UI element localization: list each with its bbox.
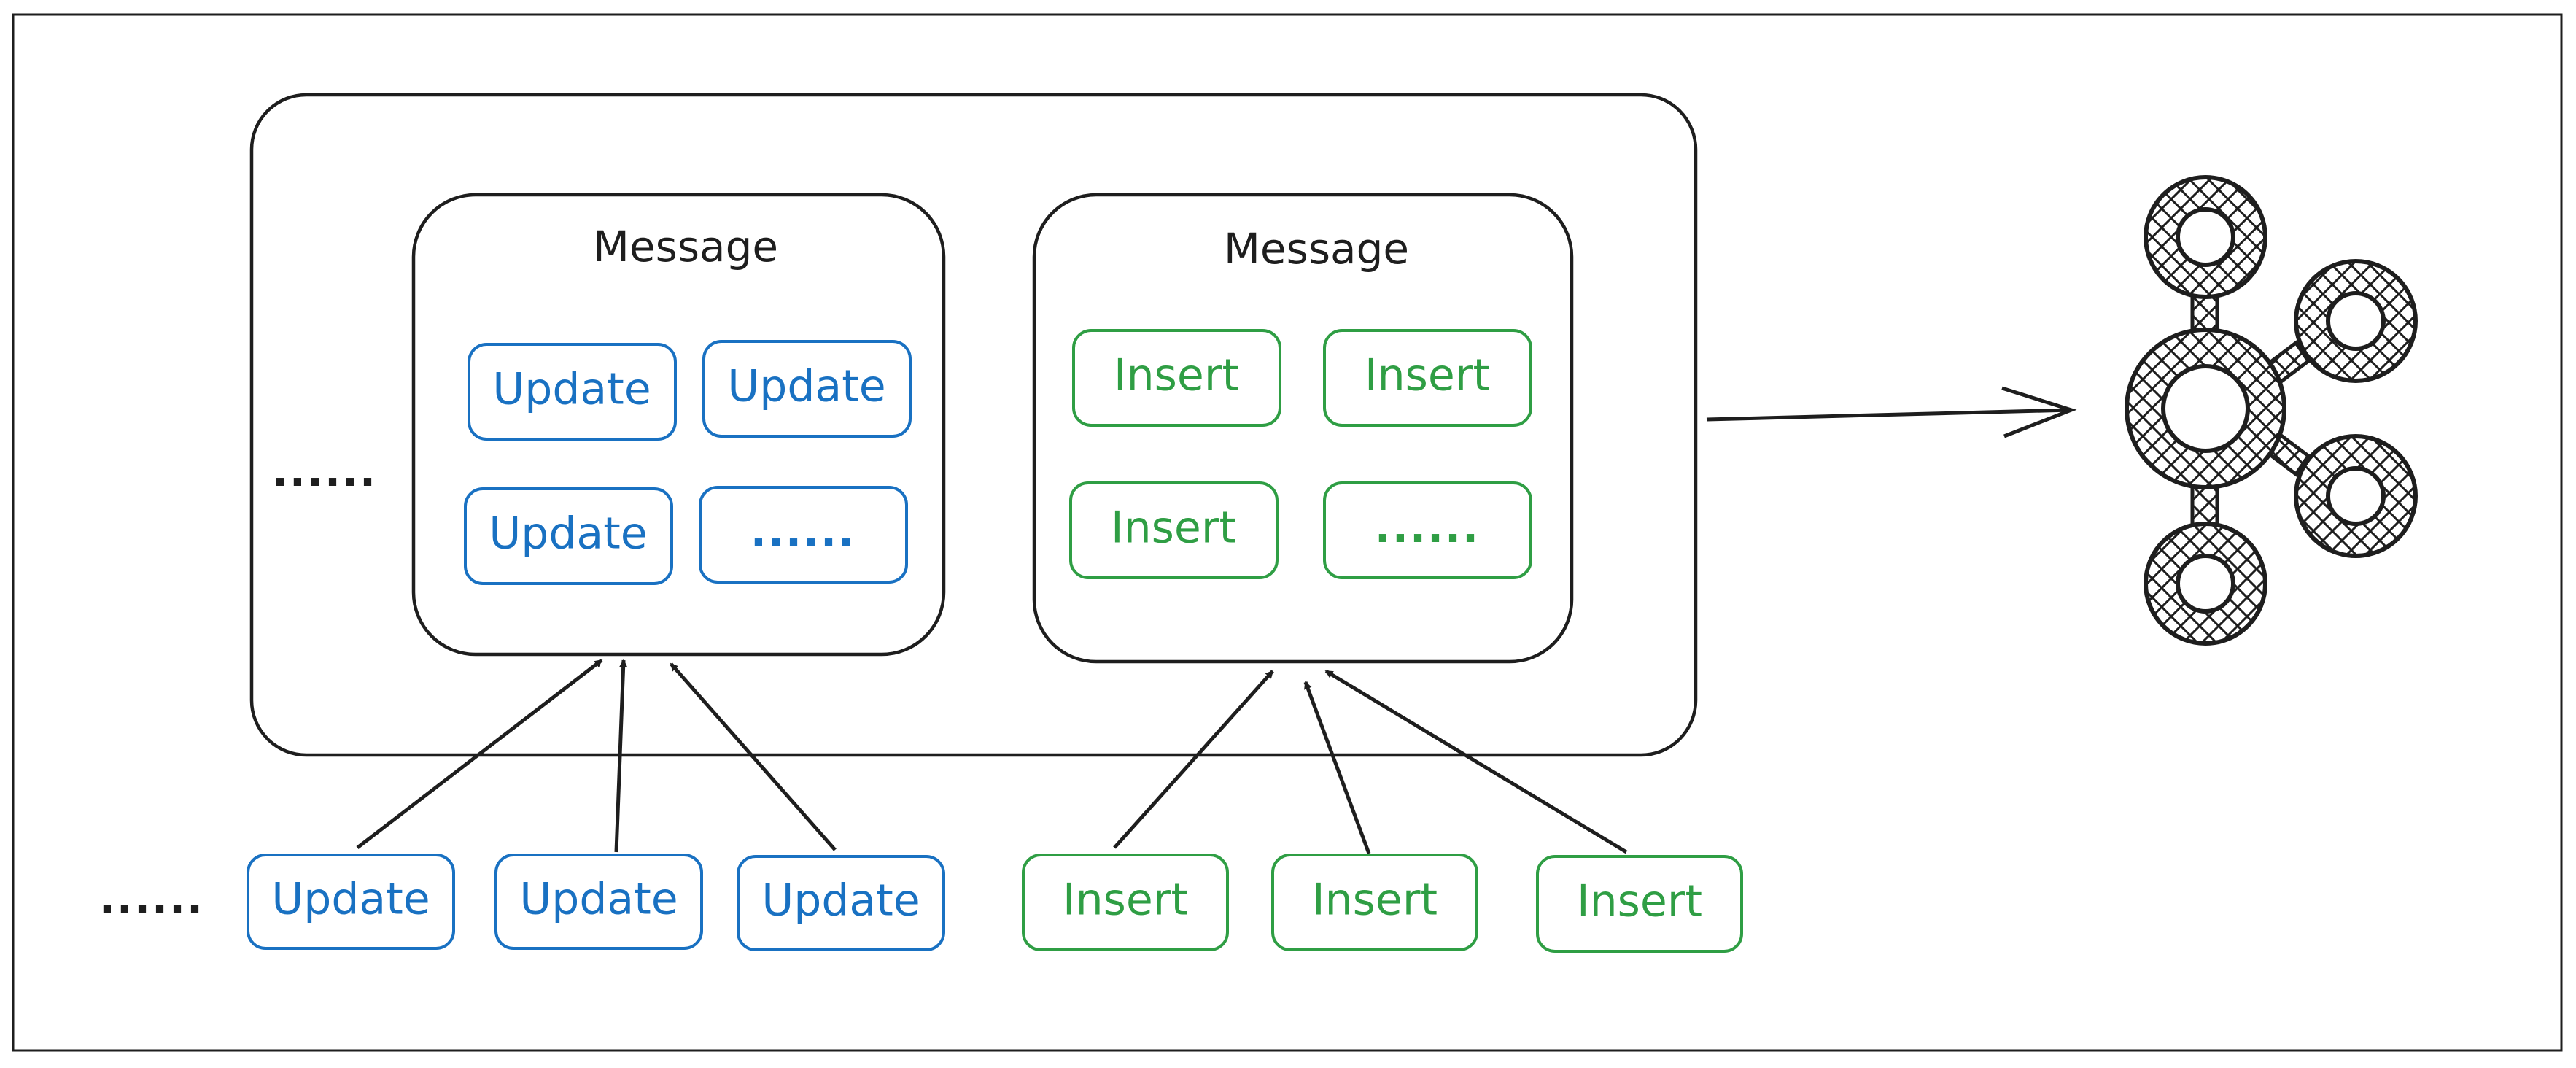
- incoming-insert-2: [1271, 854, 1478, 951]
- incoming-inserts: Insert Insert Insert: [1022, 854, 1743, 953]
- graph-node-top-hole: [2176, 207, 2235, 267]
- message-item-update-1: [468, 343, 677, 441]
- message-item-update-2: [702, 340, 912, 438]
- incoming-update-1: [247, 854, 455, 950]
- batch-container: [249, 93, 1698, 757]
- arrow-update-1: [356, 659, 603, 849]
- incoming-update-1-label: Update: [271, 874, 430, 925]
- message-title-inserts: Message: [1224, 224, 1409, 274]
- message-item-insert-3-label: Insert: [1111, 503, 1236, 554]
- message-item-insert-ellipsis: [1323, 481, 1532, 579]
- incoming-insert-1: [1022, 854, 1229, 951]
- incoming-insert-2-label: Insert: [1312, 875, 1438, 926]
- message-insert-group: Message Insert Insert Insert ......: [1032, 193, 1574, 664]
- insert-arrows: [1113, 669, 1628, 854]
- message-item-ellipsis-label: ......: [750, 507, 856, 557]
- incoming-updates: Update Update Update: [247, 854, 945, 951]
- message-item-update-2-label: Update: [727, 361, 885, 412]
- output-arrow-line: [1706, 408, 2072, 422]
- incoming-insert-1-label: Insert: [1063, 875, 1188, 926]
- batch-ellipsis: ......: [272, 446, 377, 496]
- arrow-update-2: [614, 659, 628, 853]
- arrow-insert-3: [1324, 669, 1628, 854]
- message-item-insert-1: [1072, 329, 1281, 427]
- message-item-insert-3: [1069, 481, 1279, 579]
- incoming-insert-3: [1536, 855, 1743, 953]
- output-arrow-head: [2001, 386, 2077, 438]
- graph-node-center-hole: [2161, 364, 2250, 453]
- incoming-update-2-label: Update: [519, 874, 678, 925]
- message-box-inserts: [1032, 193, 1574, 664]
- message-item-insert-2: [1323, 329, 1532, 427]
- message-item-insert-ellipsis-label: ......: [1375, 503, 1480, 552]
- message-item-insert-2-label: Insert: [1365, 350, 1490, 401]
- message-item-ellipsis: [699, 486, 908, 584]
- incoming-update-3: [737, 855, 945, 951]
- message-title-updates: Message: [593, 222, 778, 271]
- update-arrows: [356, 659, 837, 853]
- incoming-update-2: [494, 854, 703, 950]
- message-item-update-1-label: Update: [492, 364, 651, 415]
- incoming-insert-3-label: Insert: [1577, 876, 1702, 927]
- output-arrow: [1706, 386, 2077, 438]
- incoming-ellipsis: ......: [99, 873, 204, 923]
- message-item-insert-1-label: Insert: [1114, 350, 1239, 401]
- arrow-insert-1: [1113, 670, 1274, 849]
- arrow-update-3: [670, 662, 837, 851]
- message-item-update-3: [464, 487, 673, 585]
- graph-nodes-icon: [2125, 175, 2418, 646]
- arrow-insert-2: [1303, 681, 1371, 854]
- message-box-updates: [411, 193, 946, 657]
- incoming-update-3-label: Update: [761, 875, 920, 926]
- graph-node-upper-right-hole: [2326, 291, 2386, 351]
- message-update-group: Message Update Update Update ......: [411, 193, 946, 657]
- outer-frame: [12, 13, 2563, 1052]
- graph-node-lower-right-hole: [2326, 466, 2386, 526]
- message-item-update-3-label: Update: [489, 508, 647, 560]
- graph-node-bottom-hole: [2176, 554, 2235, 614]
